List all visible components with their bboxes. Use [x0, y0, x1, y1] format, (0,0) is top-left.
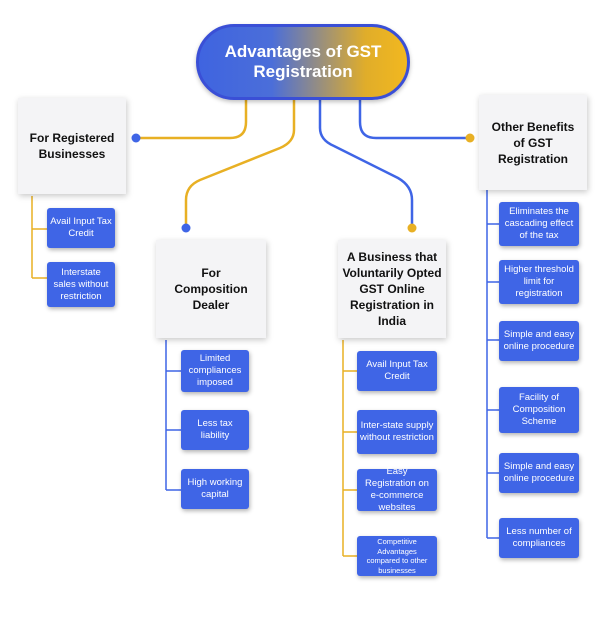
- connector-dot-branch-1: [131, 133, 141, 143]
- branch-3-item-4: Competitive Advantages compared to other…: [357, 536, 437, 576]
- branch-4-item-2: Higher threshold limit for registration: [499, 260, 579, 304]
- connector-root-branch-3: [318, 100, 414, 226]
- connector-dot-branch-2: [181, 223, 191, 233]
- connector-dot-branch-4: [465, 133, 475, 143]
- branch-3-item-2: Inter-state supply without restriction: [357, 410, 437, 454]
- branch-4-item-6: Less number of compliances: [499, 518, 579, 558]
- connector-dot-branch-3: [407, 223, 417, 233]
- branch-2-card: For Composition Dealer: [156, 240, 266, 338]
- branch-1-title: For Registered Businesses: [29, 131, 115, 161]
- branch-4-item-3: Simple and easy online procedure: [499, 321, 579, 361]
- root-node: Advantages of GST Registration: [196, 24, 410, 100]
- connector-root-branch-4: [358, 100, 470, 140]
- branch-3-item-3: Easy Registration on e-commerce websites: [357, 466, 437, 513]
- branch-2-title: For Composition Dealer: [174, 266, 248, 312]
- branch-4-item-1: Eliminates the cascading effect of the t…: [499, 202, 579, 246]
- branch-1-card: For Registered Businesses: [18, 98, 126, 194]
- connector-root-branch-1: [136, 100, 248, 140]
- connector-root-branch-2: [184, 100, 296, 226]
- branch-3-title: A Business that Voluntarily Opted GST On…: [342, 250, 442, 328]
- root-title: Advantages of GST Registration: [224, 42, 382, 81]
- branch-3-card: A Business that Voluntarily Opted GST On…: [338, 240, 446, 338]
- branch-4-item-5: Simple and easy online procedure: [499, 453, 579, 493]
- branch-2-item-1: Limited compliances imposed: [181, 350, 249, 392]
- branch-4-title: Other Benefits of GST Registration: [491, 119, 575, 166]
- branch-2-item-3: High working capital: [181, 469, 249, 509]
- branch-3-item-1: Avail Input Tax Credit: [357, 351, 437, 391]
- branch-1-item-2: Interstate sales without restriction: [47, 262, 115, 307]
- branch-4-card: Other Benefits of GST Registration: [479, 95, 587, 190]
- branch-4-item-4: Facility of Composition Scheme: [499, 387, 579, 433]
- branch-1-item-1: Avail Input Tax Credit: [47, 208, 115, 248]
- branch-2-item-2: Less tax liability: [181, 410, 249, 450]
